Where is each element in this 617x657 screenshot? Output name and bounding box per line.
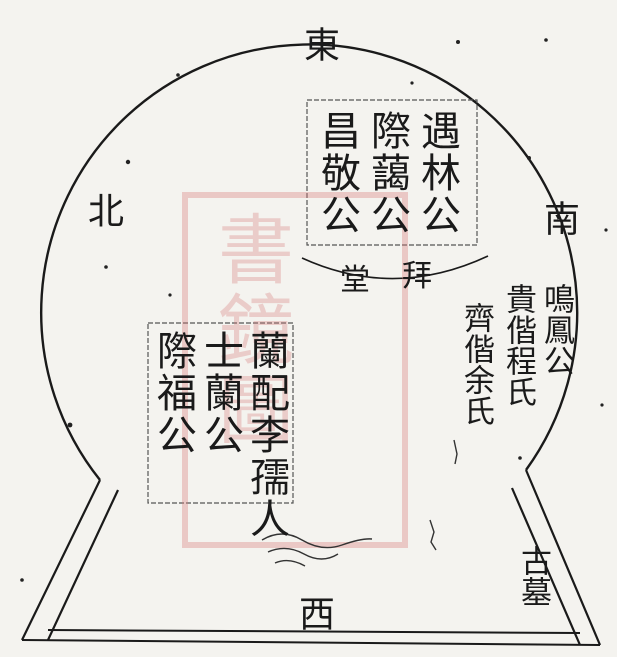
lower-tablet-col-1: 蘭配李孺人 [243, 330, 289, 540]
lower-tablet-frame [147, 322, 294, 504]
hall-bai: 拜 [402, 259, 432, 294]
base-line [21, 629, 601, 646]
hall-tang: 堂 [340, 263, 370, 298]
right-group-col-1: 鳴鳳公 [538, 283, 574, 376]
right-group-col-3: 齊偕余氏 [458, 302, 494, 426]
direction-west: 西 [293, 595, 334, 631]
right-group-col-2: 貴偕程氏 [500, 283, 536, 407]
lower-tablet-col-3: 際福公 [150, 330, 196, 456]
direction-south: 南 [538, 200, 579, 236]
upper-tablet-frame [306, 99, 478, 246]
upper-tablet-col-1: 遇林公 [414, 110, 460, 236]
seal-frame [182, 192, 408, 548]
upper-tablet-col-3: 昌敬公 [314, 110, 360, 236]
right-wall [510, 469, 602, 646]
tomb-outline-path [40, 43, 579, 481]
hall-arc [301, 255, 489, 280]
upper-tablet-col-2: 際藹公 [364, 110, 410, 236]
ink-speckles [20, 38, 608, 582]
ink-smudge [261, 439, 458, 567]
direction-east: 東 [298, 26, 339, 62]
tomb-label: 古墓 [515, 545, 551, 607]
left-wall [21, 479, 119, 641]
direction-north: 北 [82, 192, 123, 228]
lower-tablet-col-2: 士蘭公 [197, 330, 243, 456]
seal-text: 書鏡圖 [205, 210, 294, 450]
